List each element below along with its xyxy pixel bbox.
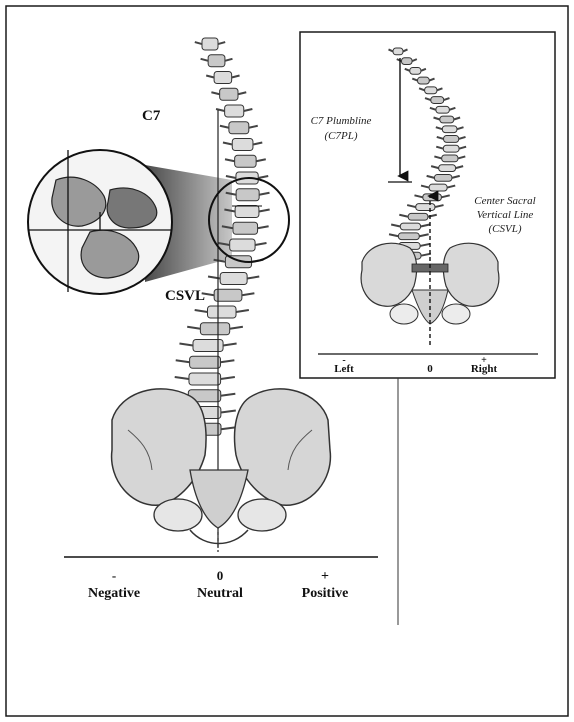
vertebra: [230, 239, 255, 251]
vertebra: [425, 87, 437, 94]
vertebra: [410, 67, 421, 74]
csvl-label: CSVL: [165, 288, 205, 304]
neutral-label: Neutral: [197, 586, 243, 601]
csvl-inset-label-line3: (CSVL): [489, 223, 522, 235]
vertebra: [416, 204, 435, 211]
negative-label: Negative: [88, 586, 140, 601]
vertebra: [232, 139, 253, 151]
vertebra: [190, 356, 221, 368]
vertebra: [398, 233, 419, 240]
vertebra: [436, 106, 449, 113]
vertebra: [400, 223, 420, 230]
vertebra: [439, 165, 456, 172]
zoom-detail-circle: [28, 150, 172, 294]
vertebra: [208, 306, 237, 318]
neutral-value: 0: [217, 568, 224, 583]
vertebra: [220, 88, 238, 100]
vertebra: [442, 126, 457, 133]
vertebra: [440, 116, 454, 123]
csvl-inset-label-line1: Center Sacral: [474, 195, 535, 207]
vertebra: [429, 184, 447, 191]
vertebra: [202, 38, 218, 50]
vertebra: [200, 323, 229, 335]
vertebra: [408, 213, 428, 220]
negative-sign: -: [112, 568, 116, 583]
vertebra: [423, 194, 442, 201]
vertebra: [434, 174, 451, 181]
vertebra: [220, 273, 247, 285]
vertebra: [444, 136, 459, 143]
vertebra: [442, 155, 458, 162]
vertebra: [443, 145, 459, 152]
inset-right-label: Right: [471, 363, 498, 375]
vertebra: [229, 122, 249, 134]
vertebra: [235, 155, 256, 167]
vertebra: [418, 77, 430, 84]
vertebra: [393, 48, 403, 55]
c7pl-label-line1: C7 Plumbline: [311, 115, 372, 127]
vertebra: [233, 222, 258, 234]
vertebra: [402, 58, 413, 65]
vertebra: [225, 105, 244, 117]
c7-label: C7: [142, 108, 161, 124]
vertebra: [431, 97, 444, 104]
vertebra: [189, 373, 221, 385]
c7pl-label-line2: (C7PL): [325, 130, 358, 142]
csvl-inset-label-line2: Vertical Line: [477, 209, 534, 221]
inset-left-label: Left: [334, 363, 354, 375]
vertebra: [235, 206, 259, 218]
vertebra: [236, 189, 259, 201]
vertebra: [214, 72, 232, 84]
positive-sign: +: [321, 569, 329, 584]
inset-zero-label: 0: [427, 363, 433, 375]
vertebra: [208, 55, 225, 67]
positive-label: Positive: [302, 586, 349, 601]
